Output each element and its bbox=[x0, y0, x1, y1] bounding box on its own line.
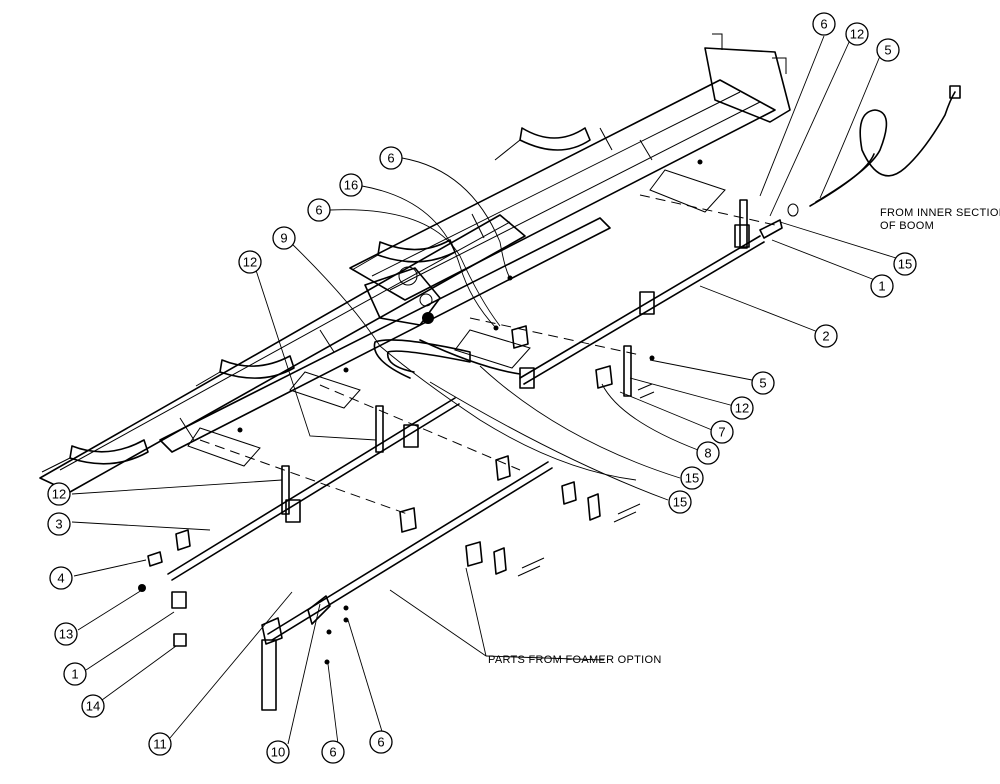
callout-1: 1 bbox=[870, 274, 894, 298]
callout-8: 8 bbox=[696, 441, 720, 465]
callout-9: 9 bbox=[272, 226, 296, 250]
callouts: 6 12 5 6 16 6 9 12 15 1 2 5 12 7 8 15 15… bbox=[47, 12, 917, 764]
callout-10: 10 bbox=[266, 740, 290, 764]
svg-text:6: 6 bbox=[329, 745, 336, 760]
notes: FROM INNER SECTION OF BOOM PARTS FROM FO… bbox=[488, 207, 1000, 666]
callout-12: 12 bbox=[47, 482, 71, 506]
callout-15: 15 bbox=[668, 490, 692, 514]
svg-text:10: 10 bbox=[271, 745, 285, 760]
callout-6: 6 bbox=[812, 12, 836, 36]
svg-text:12: 12 bbox=[850, 27, 864, 42]
svg-text:15: 15 bbox=[685, 471, 699, 486]
callout-6: 6 bbox=[379, 146, 403, 170]
callout-1: 1 bbox=[63, 662, 87, 686]
callout-2: 2 bbox=[814, 324, 838, 348]
callout-13: 13 bbox=[54, 622, 78, 646]
svg-text:9: 9 bbox=[280, 231, 287, 246]
callout-3: 3 bbox=[47, 512, 71, 536]
callout-15: 15 bbox=[893, 252, 917, 276]
callout-12: 12 bbox=[730, 396, 754, 420]
boom-assembly bbox=[39, 33, 791, 493]
leader-lines bbox=[71, 35, 897, 745]
svg-text:6: 6 bbox=[377, 735, 384, 750]
svg-text:5: 5 bbox=[884, 43, 891, 58]
svg-text:15: 15 bbox=[898, 257, 912, 272]
svg-text:1: 1 bbox=[71, 667, 78, 682]
callout-6: 6 bbox=[321, 740, 345, 764]
svg-text:8: 8 bbox=[704, 446, 711, 461]
spray-plumbing bbox=[138, 85, 961, 711]
svg-text:15: 15 bbox=[673, 495, 687, 510]
svg-text:1: 1 bbox=[878, 279, 885, 294]
svg-text:13: 13 bbox=[59, 627, 73, 642]
callout-4: 4 bbox=[49, 566, 73, 590]
svg-text:11: 11 bbox=[153, 737, 167, 752]
note-foamer-option: PARTS FROM FOAMER OPTION bbox=[488, 654, 662, 666]
callout-15: 15 bbox=[680, 466, 704, 490]
svg-text:3: 3 bbox=[55, 517, 62, 532]
callout-14: 14 bbox=[81, 694, 105, 718]
callout-12: 12 bbox=[845, 22, 869, 46]
svg-text:5: 5 bbox=[759, 376, 766, 391]
callout-11: 11 bbox=[148, 732, 172, 756]
svg-text:6: 6 bbox=[315, 203, 322, 218]
note-inner-section-line1: FROM INNER SECTION bbox=[880, 207, 1000, 219]
svg-text:7: 7 bbox=[718, 425, 725, 440]
callout-7: 7 bbox=[710, 420, 734, 444]
svg-text:14: 14 bbox=[86, 699, 100, 714]
callout-6: 6 bbox=[307, 198, 331, 222]
callout-6: 6 bbox=[369, 730, 393, 754]
svg-text:16: 16 bbox=[344, 178, 358, 193]
callout-5: 5 bbox=[751, 371, 775, 395]
callout-16: 16 bbox=[339, 173, 363, 197]
svg-text:6: 6 bbox=[820, 17, 827, 32]
svg-text:4: 4 bbox=[57, 571, 64, 586]
svg-text:12: 12 bbox=[243, 255, 257, 270]
svg-text:12: 12 bbox=[735, 401, 749, 416]
svg-text:12: 12 bbox=[52, 487, 66, 502]
callout-12: 12 bbox=[238, 250, 262, 274]
callout-5: 5 bbox=[876, 38, 900, 62]
svg-text:2: 2 bbox=[822, 329, 829, 344]
note-inner-section-line2: OF BOOM bbox=[880, 220, 934, 232]
svg-text:6: 6 bbox=[387, 151, 394, 166]
